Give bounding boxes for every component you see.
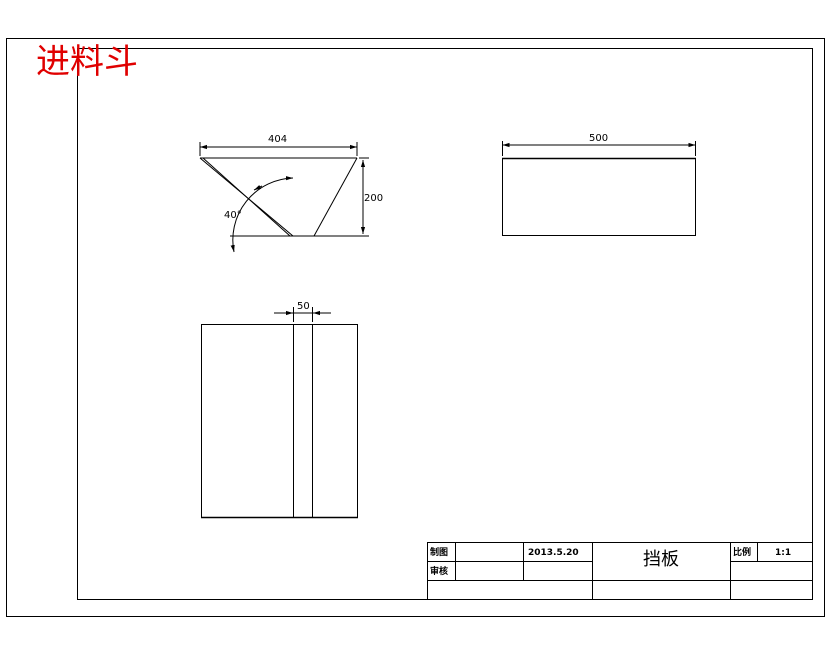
tb-checked-label: 审核 (430, 565, 448, 577)
dim-slot-50: 50 (297, 301, 310, 312)
inner-frame (77, 48, 813, 600)
tb-date: 2013.5.20 (528, 548, 579, 558)
tb-drawn-label: 制图 (430, 546, 448, 558)
dim-width-404: 404 (268, 134, 287, 145)
dim-width-500: 500 (589, 133, 608, 144)
side-view: 500 (502, 133, 696, 236)
front-view: 404 200 40° (199, 134, 383, 253)
tb-scale-value: 1:1 (775, 548, 791, 558)
outer-border (6, 38, 825, 617)
title-block: 制图 审核 2013.5.20 挡板 比例 1:1 (427, 542, 813, 600)
dim-height-200: 200 (364, 193, 383, 204)
top-view: 50 (201, 301, 358, 519)
tb-scale-label: 比例 (733, 546, 751, 558)
tb-part-name: 挡板 (643, 549, 679, 570)
dim-angle: 40° (224, 210, 242, 221)
stamp-title: 进料斗 (36, 42, 138, 82)
